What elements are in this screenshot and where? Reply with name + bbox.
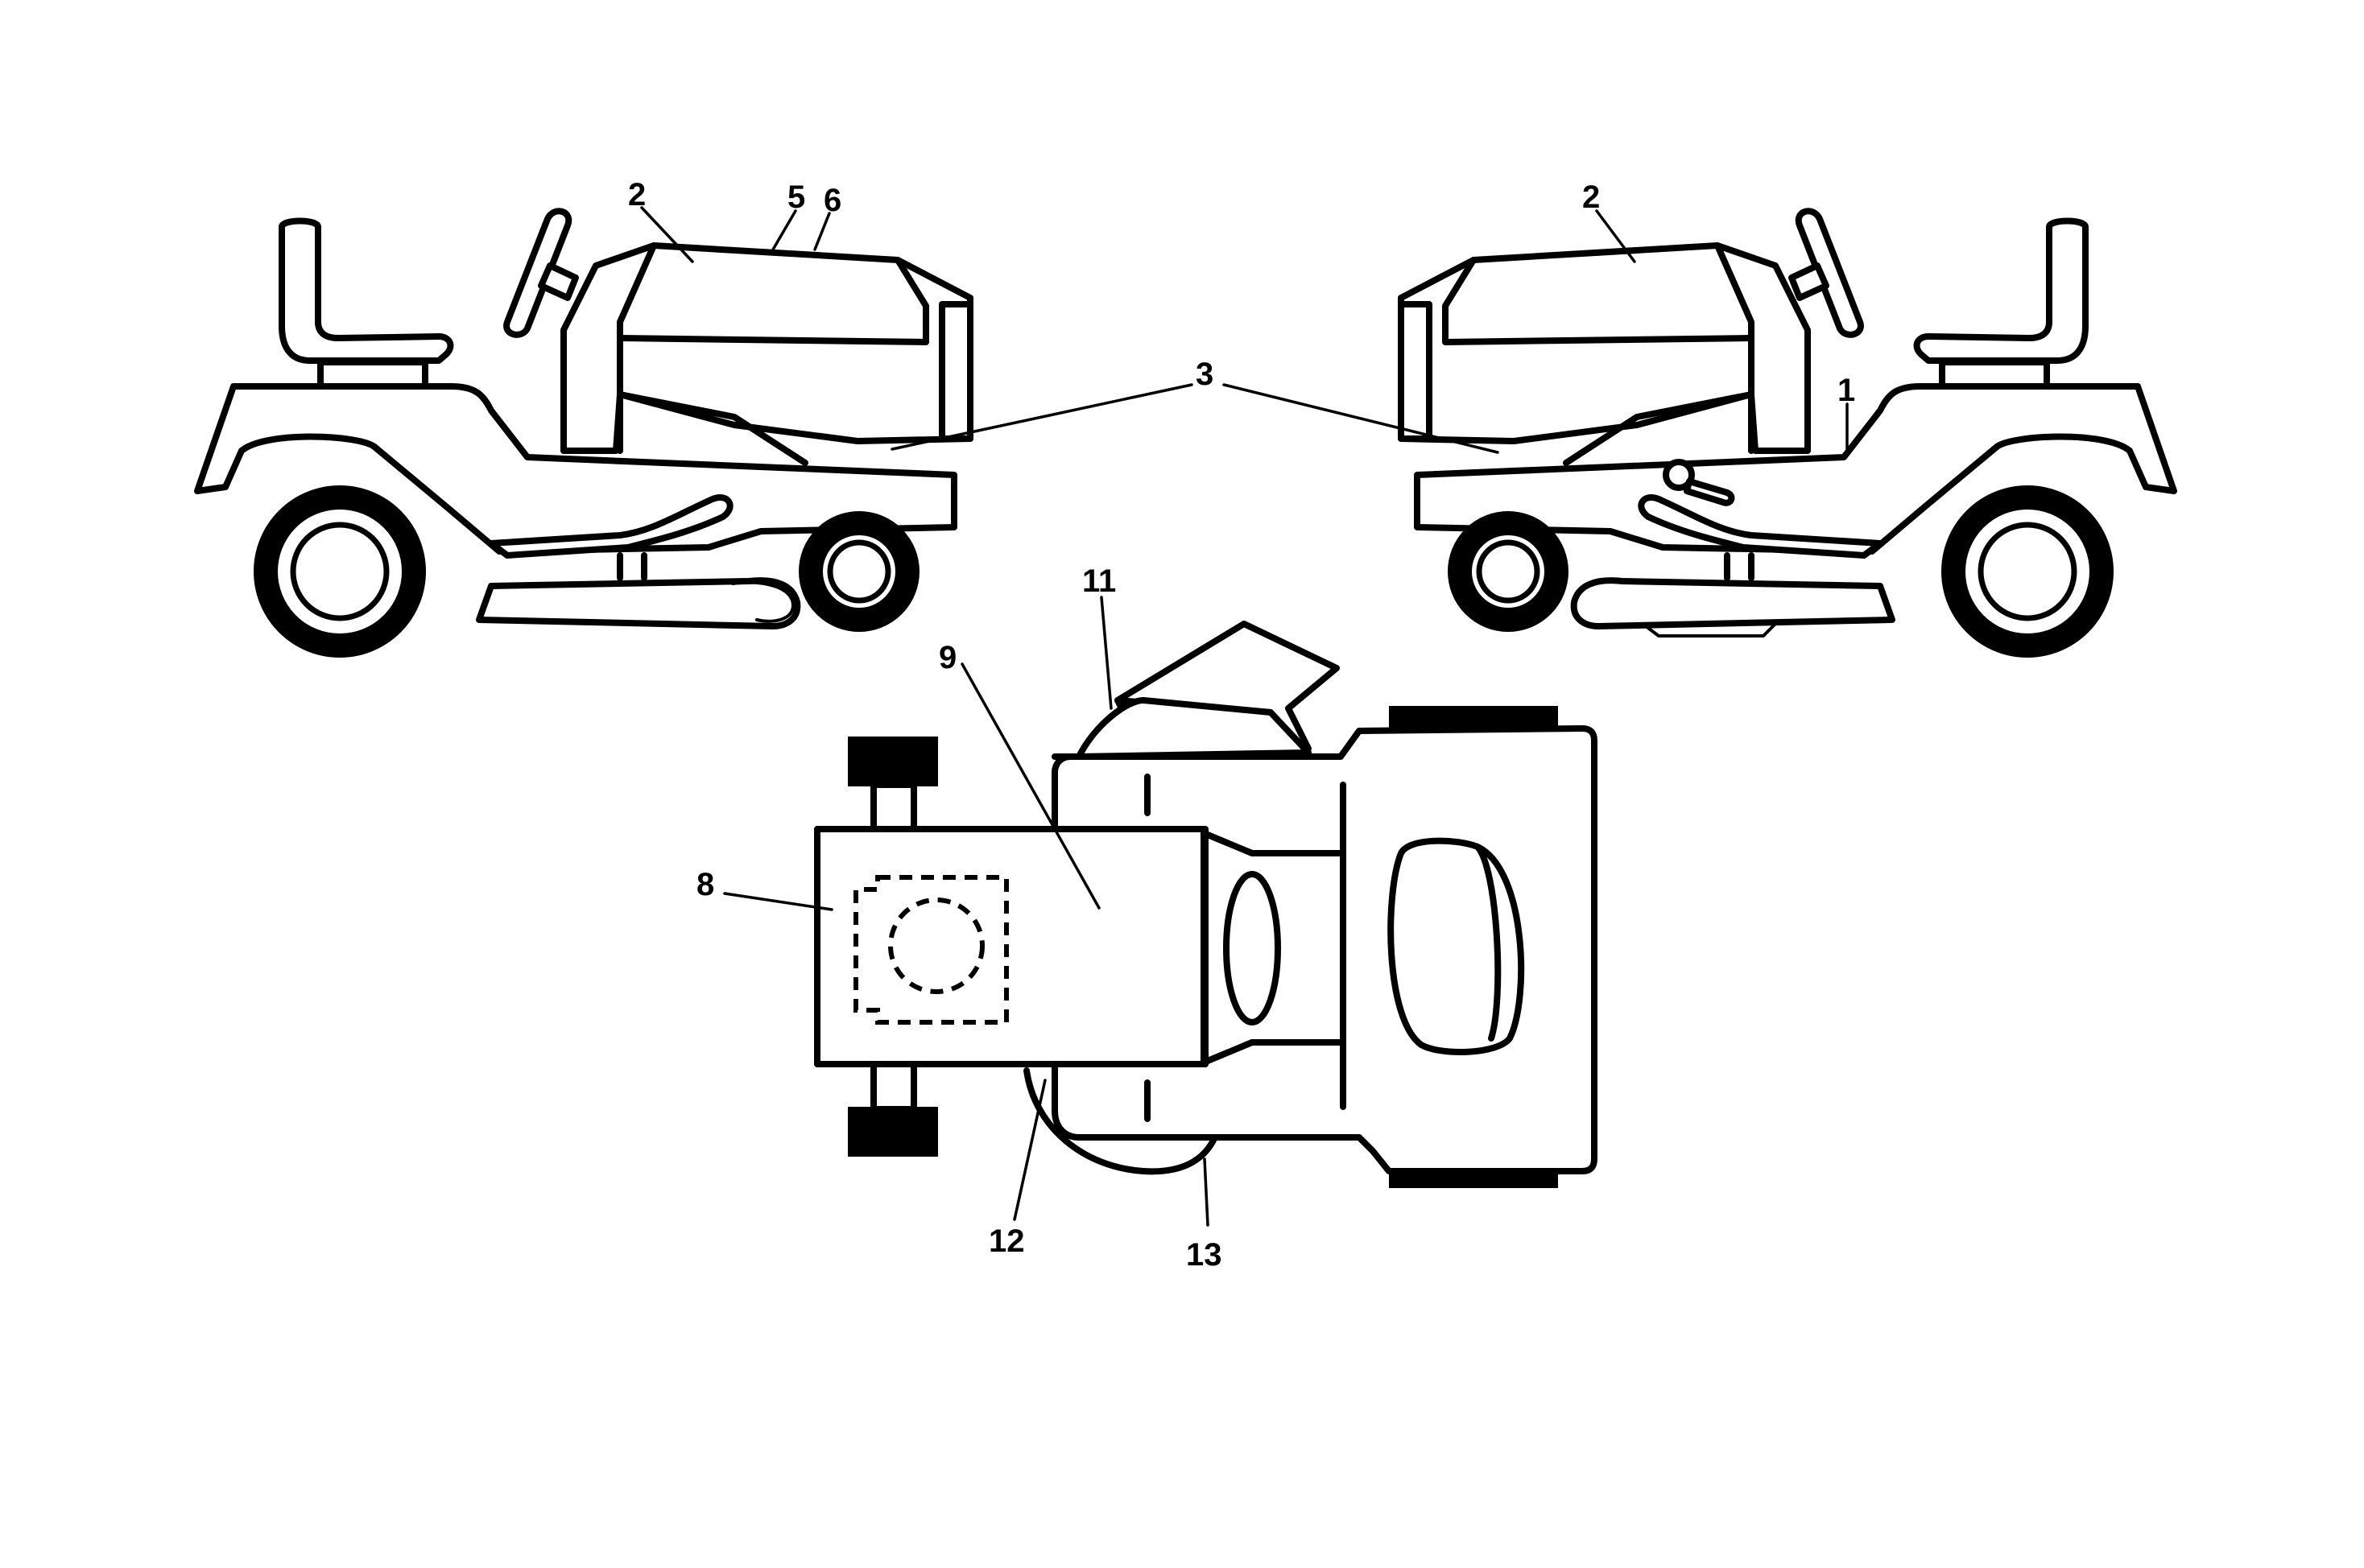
seat-right [1913,217,2089,364]
rear-wheel [254,485,426,658]
leader-9 [961,662,1101,910]
front-wheel-right [1448,511,1568,632]
chute-body [1076,697,1312,760]
callout-labels: 2 5 6 2 3 1 11 9 8 12 13 [628,177,1855,1273]
leader-lines [640,206,1849,1227]
front-axle-left [870,782,917,833]
chassis-right [1414,383,2177,555]
leader-8 [723,892,833,911]
front-axle-right [870,1061,917,1112]
front-right-tire [848,1107,938,1157]
hood-top [814,826,1209,1067]
callout-8: 8 [696,867,714,902]
callout-12: 12 [989,1223,1025,1259]
rear-wheel-right [1941,485,2114,658]
steering-wheel [503,208,572,338]
hood-crease-lower [617,391,808,466]
seat-base-right [1939,359,2050,390]
seat-top [1387,837,1525,1056]
callout-1: 1 [1837,373,1855,408]
deck-hanger [617,552,647,581]
steering-column [538,262,579,301]
lift-lever [1684,478,1735,506]
mower-deck-right [1570,577,1895,629]
leader-3-left [891,383,1193,451]
rear-left-tire [1389,706,1558,728]
leader-2-right [1595,209,1636,263]
seat-base [317,359,428,390]
front-wheel [799,511,920,632]
callout-3: 3 [1196,357,1213,392]
callout-2-right: 2 [1582,179,1600,215]
leader-5 [771,209,797,251]
engine-flywheel [888,897,985,994]
footrest [488,494,734,559]
seat-back-top [1474,844,1502,1042]
callout-9: 9 [939,640,957,675]
callout-2-left: 2 [628,177,646,213]
callout-13: 13 [1186,1237,1222,1273]
front-left-tire [848,737,938,786]
leader-13 [1203,1157,1209,1227]
top-view [814,621,1597,1188]
callout-6: 6 [824,183,841,218]
leader-12 [1013,1079,1047,1221]
deck-skirt-right [1641,622,1777,638]
steering-wheel-right [1795,208,1864,338]
left-side-view [194,208,973,658]
callout-11: 11 [1082,563,1116,599]
steering-wheel-top [1223,871,1281,1025]
leader-2-left [640,206,694,263]
deck-hanger-right [1724,552,1754,581]
leader-11 [1100,596,1113,710]
right-side-view [1398,208,2177,658]
mower-deck [476,577,801,629]
seat [279,217,454,364]
leader-3-right [1222,383,1499,454]
grille-right [1398,301,1432,442]
hood-panel [617,242,657,454]
steering-column-right [1788,262,1829,301]
hood-panel-right [1714,242,1754,454]
hood-crease-lower-right [1563,391,1754,466]
hood-crease [617,257,929,345]
engine-outline [853,875,1009,1025]
leader-6 [813,212,831,251]
lift-lever-knob [1663,459,1695,491]
discharge-chute [731,580,796,623]
grille [939,301,973,442]
callout-5: 5 [787,179,805,215]
hood-crease-right [1442,257,1754,345]
chassis [194,383,957,555]
footrest-right [1638,494,1883,559]
